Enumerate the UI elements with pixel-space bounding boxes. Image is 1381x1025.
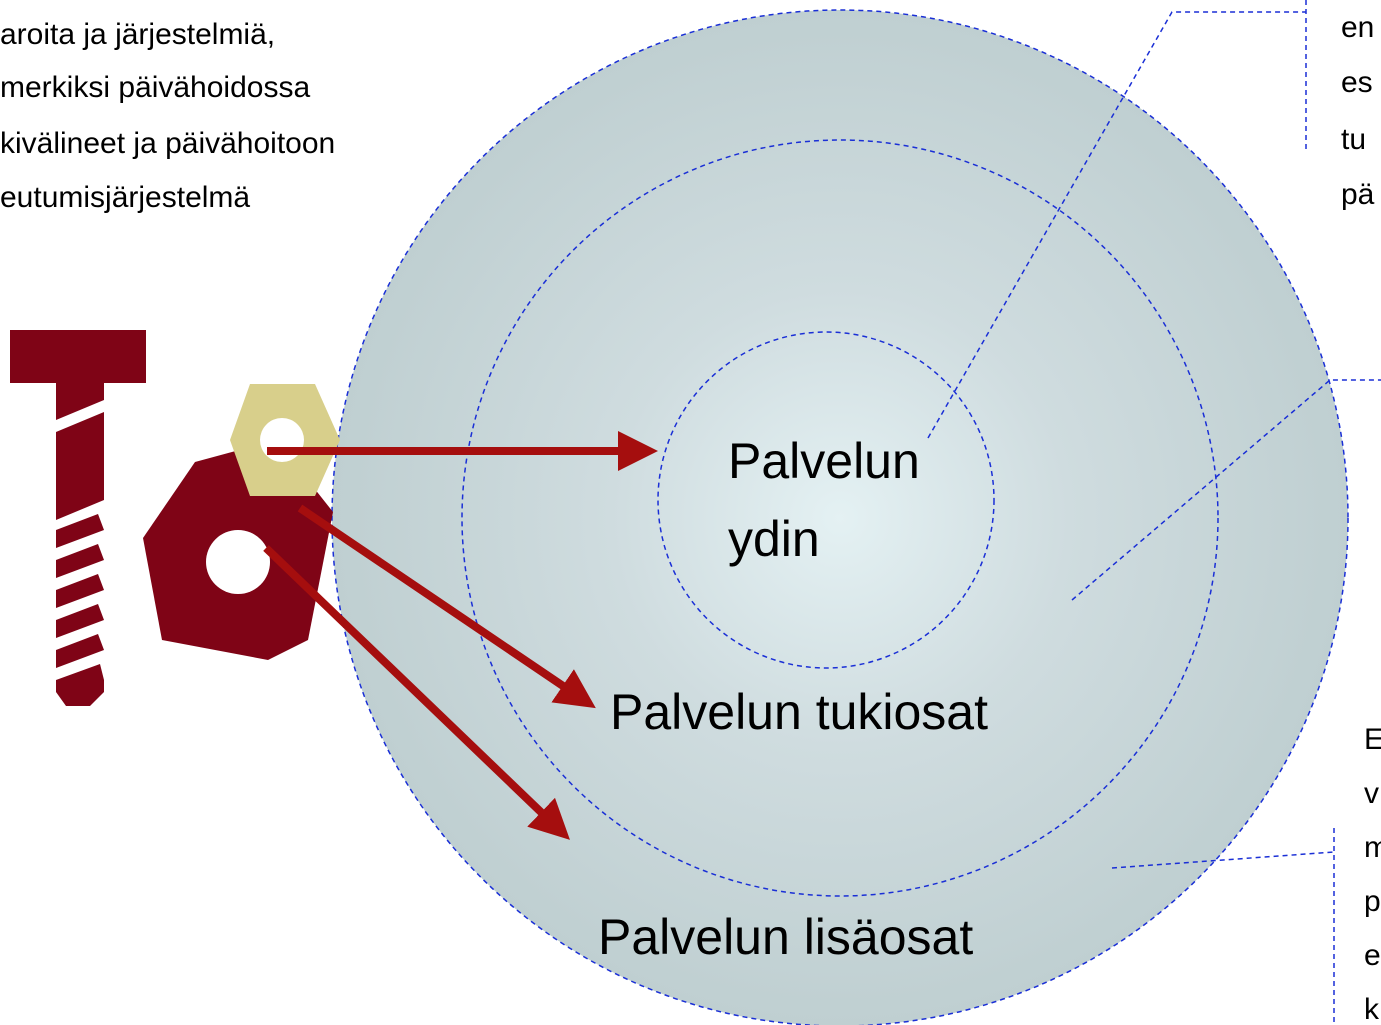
core-label-line1: Palvelun [728,432,920,490]
small-nut-icon [230,384,340,496]
screw-icon [10,330,146,706]
outer-ring-extra [332,10,1348,1025]
top-right-text-line: es [1341,60,1373,105]
support-label: Palvelun tukiosat [610,683,988,741]
top-right-text-line: en [1341,5,1374,50]
top-left-text-line: eutumisjärjestelmä [0,178,250,218]
bottom-right-text-line: p [1364,876,1381,928]
top-right-text-line: pä [1341,172,1374,217]
bottom-right-text-line: m [1364,822,1381,874]
bottom-right-text-line: k [1364,984,1379,1025]
bottom-right-text-line: e [1364,930,1381,982]
top-right-text-line: tu [1341,117,1366,162]
top-left-text-line: aroita ja järjestelmiä, [0,15,275,55]
top-left-text-line: merkiksi päivähoidossa [0,68,310,108]
top-left-text-line: kivälineet ja päivähoitoon [0,124,335,164]
core-label-line2: ydin [728,510,820,568]
bottom-right-text-line: E [1364,714,1381,766]
bottom-right-text-line: v [1364,768,1379,820]
extra-label: Palvelun lisäosat [598,908,973,966]
